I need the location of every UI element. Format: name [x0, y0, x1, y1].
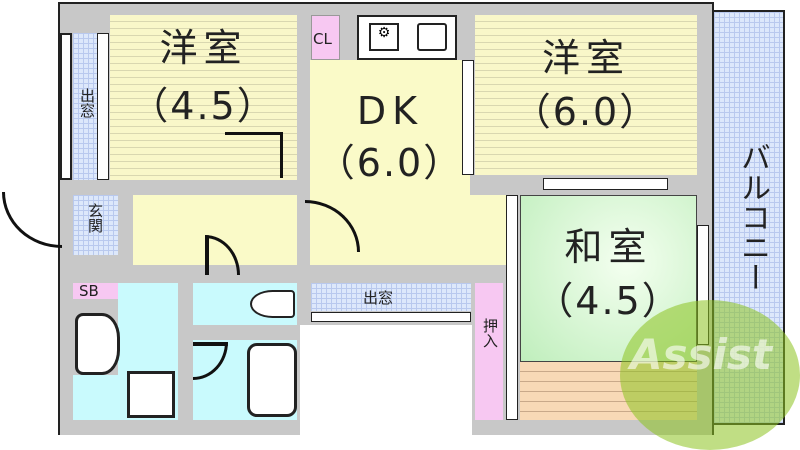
- bay-window-label: 出窓: [78, 88, 96, 118]
- room-name: 洋室: [159, 26, 248, 70]
- oshiire: 押入: [475, 283, 503, 420]
- room-size: （6.0）: [512, 89, 660, 134]
- window-partition[interactable]: [543, 178, 668, 190]
- bay-window-mid: 出窓: [311, 283, 471, 311]
- exterior-lower-middle: [300, 325, 472, 435]
- assist-logo: Assist: [620, 300, 800, 450]
- bathtub-icon: [247, 343, 297, 417]
- window-mid[interactable]: [311, 312, 471, 322]
- kitchen-counter: ⚙: [357, 15, 457, 60]
- toilet-icon: [250, 290, 295, 318]
- washbasin-icon: [75, 313, 120, 375]
- door-western-a[interactable]: [225, 132, 283, 178]
- room-name: DK: [356, 89, 424, 133]
- dk-lower: [470, 195, 510, 265]
- window-left[interactable]: [60, 33, 72, 180]
- entrance: 玄関: [73, 195, 118, 255]
- washing-machine-icon: [127, 371, 175, 418]
- room-western-6-0: 洋室 （6.0）: [475, 15, 697, 175]
- sink-icon: [417, 23, 447, 51]
- shoe-box: SB: [73, 282, 118, 300]
- balcony-label: バルコニー: [735, 142, 770, 292]
- room-size: （6.0）: [316, 140, 464, 185]
- oshiire-label: 押入: [481, 318, 499, 348]
- room-size: （4.5）: [535, 278, 682, 323]
- sliding-door-japanese[interactable]: [506, 195, 518, 420]
- room-western-4-5: 洋室 （4.5）: [110, 15, 297, 180]
- entrance-door[interactable]: [2, 192, 62, 248]
- window-inner-left[interactable]: [97, 33, 109, 180]
- entrance-label: 玄関: [86, 203, 104, 233]
- window-western-b[interactable]: [462, 60, 474, 175]
- room-size: （4.5）: [130, 83, 277, 128]
- room-name: 洋室: [541, 36, 630, 80]
- stove-icon: ⚙: [369, 23, 399, 51]
- closet: CL: [311, 15, 340, 60]
- bay-window-left: 出窓: [73, 33, 98, 180]
- closet-label: CL: [313, 30, 332, 48]
- room-name: 和室: [564, 225, 653, 269]
- assist-logo-text: Assist: [630, 330, 772, 379]
- bay-window-mid-label: 出窓: [363, 289, 394, 307]
- shoe-box-label: SB: [79, 282, 99, 300]
